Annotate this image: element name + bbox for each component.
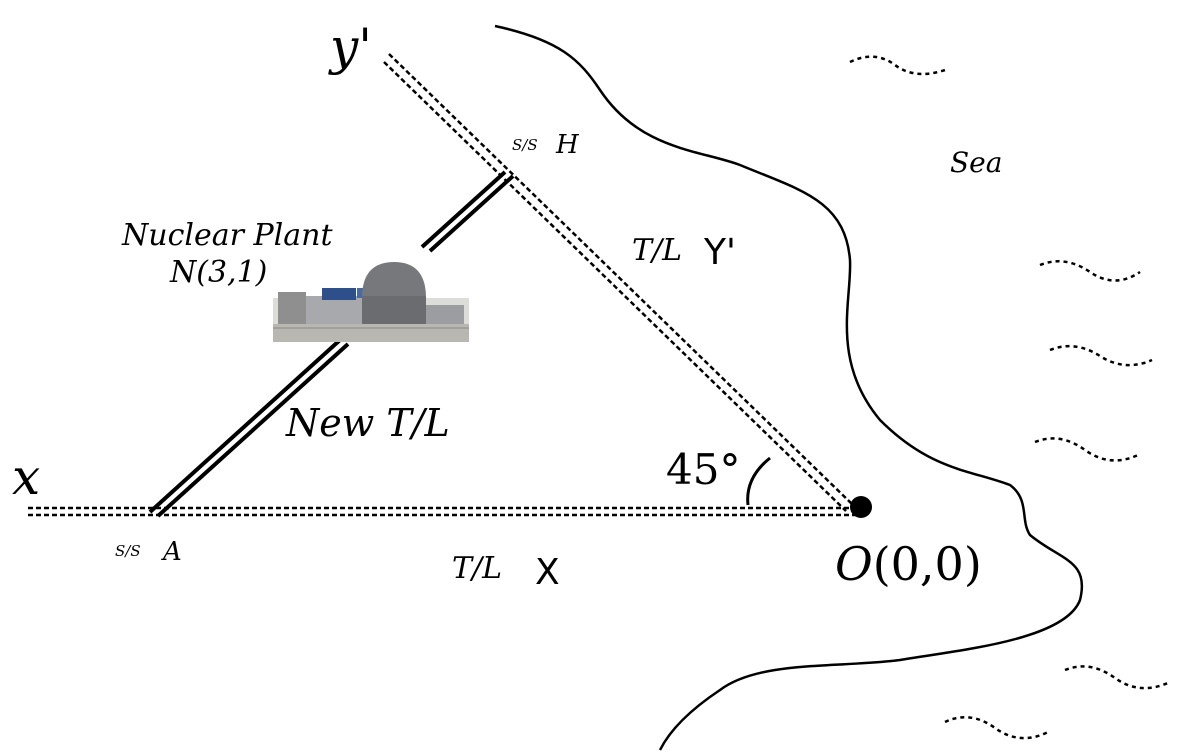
x-axis-label: x — [12, 448, 40, 506]
origin-point — [850, 496, 872, 518]
coastline — [494, 24, 1084, 751]
origin-label: O(0,0) — [835, 537, 982, 591]
plant-coordinate-label: N(3,1) — [169, 255, 267, 290]
line-y-prefix: T/L — [632, 233, 682, 268]
angle-label: 45° — [666, 445, 740, 494]
angle-arc — [746, 456, 771, 506]
line-x-label: X — [535, 552, 560, 593]
line-x-prefix: T/L — [452, 551, 502, 586]
substation-h-prefix: S/S — [512, 136, 538, 154]
sea-waves — [849, 55, 1171, 740]
y-axis-label: y' — [328, 18, 372, 76]
plant-name-label: Nuclear Plant — [121, 218, 333, 253]
new-line-label: New T/L — [285, 401, 450, 445]
origin-letter: O — [835, 537, 873, 591]
nuclear-plant-image — [273, 262, 469, 342]
origin-coord: (0,0) — [873, 537, 982, 591]
substation-a-label: A — [161, 537, 182, 567]
line-y-label: Y' — [703, 232, 736, 273]
transmission-line-y — [383, 53, 854, 512]
substation-h-label: H — [555, 130, 580, 160]
new-transmission-line — [148, 170, 515, 518]
substation-a-prefix: S/S — [115, 542, 141, 560]
sea-label: Sea — [950, 146, 1002, 179]
